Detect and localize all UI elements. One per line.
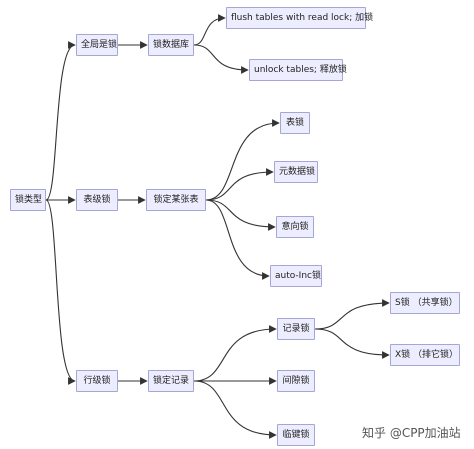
edge-lock_db-to-unlock xyxy=(193,44,249,74)
edge-lock_record-to-record_lock xyxy=(193,325,277,382)
node-intention-lock: 意向锁 xyxy=(276,216,314,238)
node-global-lock: 全局是锁 xyxy=(76,34,118,56)
edge-lock_table-to-autoinc xyxy=(205,199,270,280)
watermark: 知乎 @CPP加油站 xyxy=(362,426,461,440)
edge-record_lock-to-s_lock xyxy=(314,299,390,330)
node-lock-database: 锁数据库 xyxy=(148,34,194,56)
node-lock-types: 锁类型 xyxy=(10,189,46,211)
edge-lock_db-to-flush xyxy=(193,14,226,46)
edge-root-to-global xyxy=(45,41,76,201)
edge-root-to-row xyxy=(45,199,76,385)
node-unlock-tables: unlock tables; 释放锁 xyxy=(249,59,347,81)
node-exclusive-lock: X锁 （排它锁） xyxy=(390,344,460,366)
node-next-key-lock: 临键锁 xyxy=(277,424,315,446)
edge-lock_table-to-intent xyxy=(205,199,276,231)
edge-lock_table-to-table_lock xyxy=(205,119,280,201)
node-gap-lock: 间隙锁 xyxy=(277,370,315,392)
edge-lock_table-to-mdl xyxy=(205,168,274,201)
node-table-level-lock: 表级锁 xyxy=(76,189,118,211)
node-shared-lock: S锁 （共享锁） xyxy=(390,292,460,314)
node-flush-tables: flush tables with read lock; 加锁 xyxy=(226,7,373,29)
edge-lock_record-to-next_key xyxy=(193,380,277,439)
node-record-lock: 记录锁 xyxy=(277,318,315,340)
node-auto-inc-lock: auto-Inc锁 xyxy=(270,265,322,287)
edge-record_lock-to-x_lock xyxy=(314,328,390,359)
node-lock-record: 锁定记录 xyxy=(148,370,194,392)
node-row-level-lock: 行级锁 xyxy=(76,370,118,392)
node-table-lock: 表锁 xyxy=(280,112,310,134)
node-lock-a-table: 锁定某张表 xyxy=(146,189,206,211)
node-metadata-lock: 元数据锁 xyxy=(274,161,318,183)
